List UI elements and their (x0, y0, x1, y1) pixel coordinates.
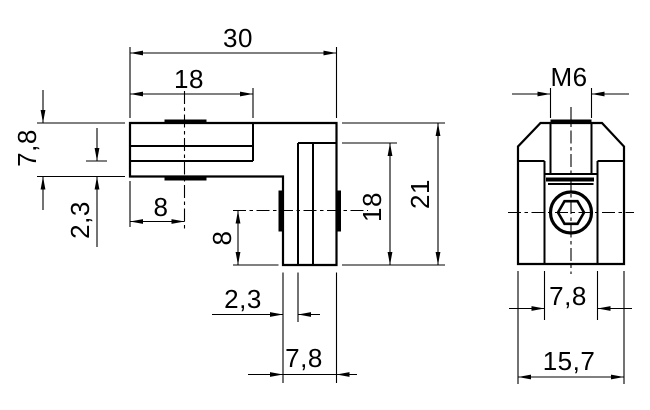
screw-tabs (546, 119, 594, 182)
front-view: M6 7,8 15,7 (508, 62, 634, 384)
side-view-dimensions: 30 18 7,8 2,3 8 8 18 21 2,3 7,8 (12, 23, 445, 383)
part-outline (128, 121, 338, 267)
dim-label-arm-slot-length: 18 (174, 64, 204, 94)
screw-centerlines (183, 91, 368, 232)
dim-label-center-width: 7,8 (549, 281, 587, 311)
part-outline (516, 121, 626, 266)
dim-label-arm-wall: 2,3 (65, 201, 95, 239)
part-inner-lines (130, 123, 337, 265)
extension-lines (37, 47, 445, 383)
dim-label-overall-height: 21 (405, 179, 435, 209)
dim-label-leg-wall: 2,3 (224, 284, 262, 314)
dim-label-screw-offset-vertical: 8 (207, 231, 237, 246)
front-view-part (508, 107, 634, 274)
front-view-dimensions: M6 7,8 15,7 (509, 62, 632, 384)
side-view: 30 18 7,8 2,3 8 8 18 21 2,3 7,8 (12, 23, 445, 383)
side-view-part (128, 91, 368, 267)
dim-label-overall-width: 15,7 (543, 346, 596, 376)
dim-label-leg-width: 7,8 (285, 343, 323, 373)
dim-label-leg-slot-length: 18 (357, 192, 387, 222)
screw-centerlines (508, 107, 634, 274)
dim-label-overall-width: 30 (223, 23, 253, 53)
thread-label: M6 (550, 62, 587, 92)
dim-label-arm-height: 7,8 (12, 129, 42, 167)
dim-label-screw-offset-horizontal: 8 (154, 192, 169, 222)
extension-lines (517, 88, 625, 384)
